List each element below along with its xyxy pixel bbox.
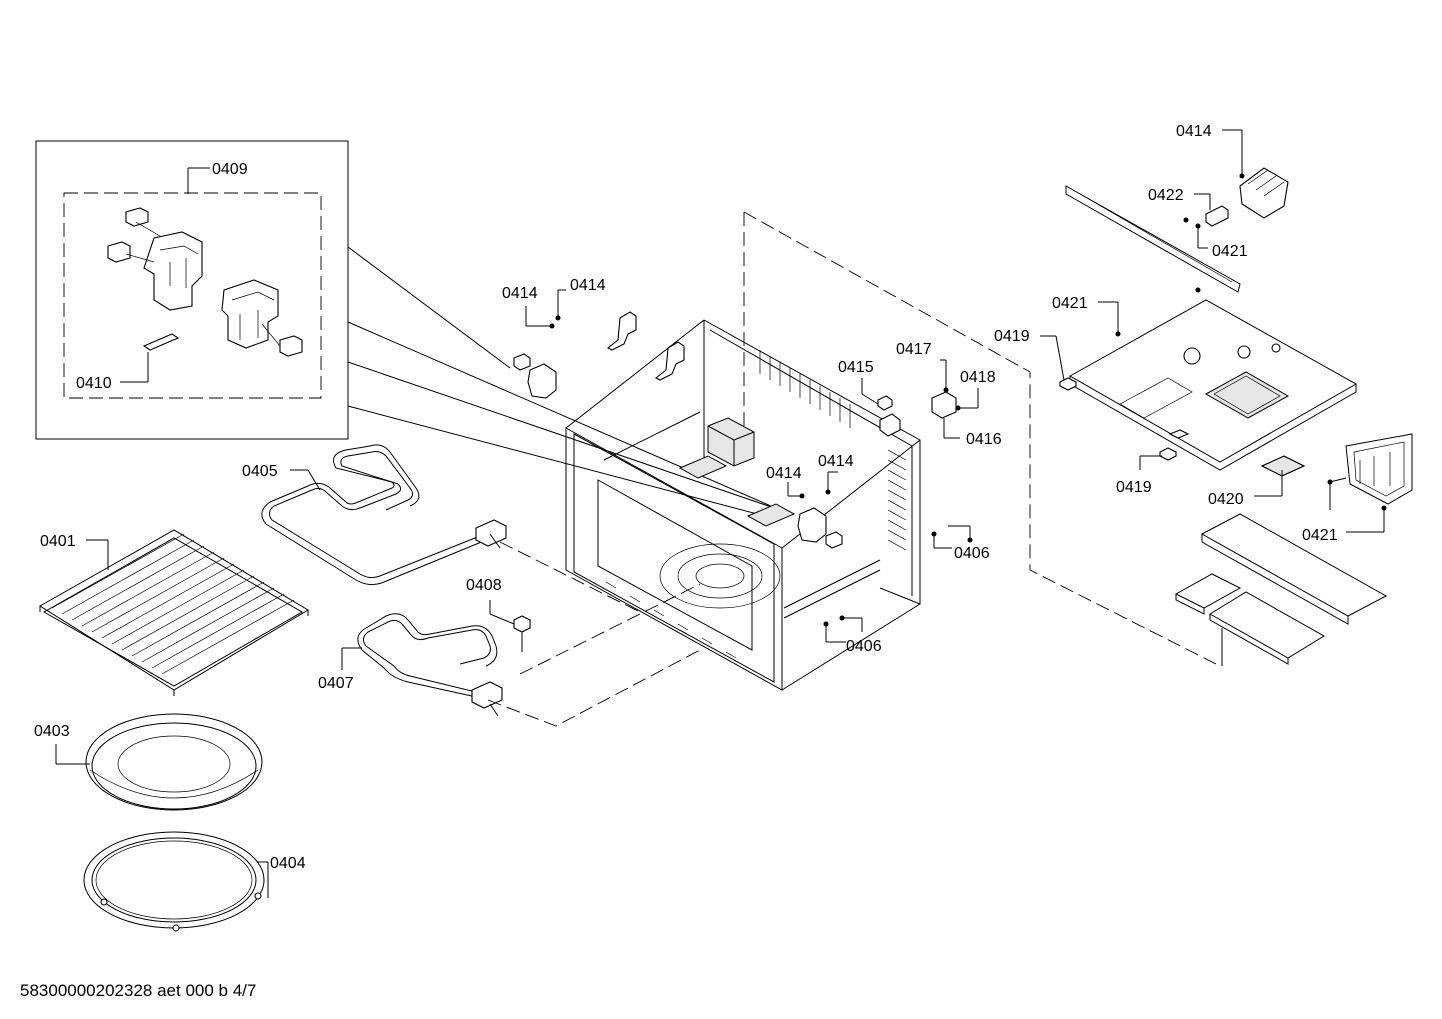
top-right-components <box>1205 167 1289 227</box>
waveguide-cover <box>1260 455 1306 477</box>
screw-markers <box>549 173 1387 627</box>
label-0418: 0418 <box>960 369 996 386</box>
label-0408: 0408 <box>466 577 502 594</box>
bottom-heating-element <box>357 613 503 717</box>
oven-cavity <box>565 319 921 691</box>
label-0421: 0421 <box>1052 295 1088 312</box>
label-0409: 0409 <box>212 161 248 178</box>
label-0414: 0414 <box>570 277 606 294</box>
drawing-id: 58300000202328 aet 000 b 4/7 <box>20 981 257 1000</box>
detail-inset <box>35 140 781 521</box>
label-0406: 0406 <box>954 545 990 562</box>
side-bracket <box>1345 433 1413 505</box>
label-0401: 0401 <box>40 533 76 550</box>
label-0421: 0421 <box>1212 243 1248 260</box>
label-0417: 0417 <box>896 341 932 358</box>
label-0414: 0414 <box>818 453 854 470</box>
label-0410: 0410 <box>76 375 112 392</box>
glass-turntable <box>85 713 263 811</box>
label-0405: 0405 <box>242 463 278 480</box>
label-0414: 0414 <box>502 285 538 302</box>
label-0420: 0420 <box>1208 491 1244 508</box>
label-0419: 0419 <box>1116 479 1152 496</box>
label-0419: 0419 <box>994 328 1030 345</box>
part-labels: 0409 0410 0414 0414 0405 0401 0403 0404 … <box>34 123 1338 872</box>
insulation-pads <box>1174 513 1388 665</box>
grill-heating-element <box>261 444 507 586</box>
label-0414: 0414 <box>1176 123 1212 140</box>
outer-casing-outline <box>487 211 1221 727</box>
temperature-sensor <box>513 615 531 652</box>
label-0422: 0422 <box>1148 187 1184 204</box>
roller-ring <box>83 831 265 932</box>
label-0407: 0407 <box>318 675 354 692</box>
top-mounting-plate <box>1059 185 1358 471</box>
leader-lines <box>55 129 1385 898</box>
mounting-brackets <box>513 311 843 549</box>
cover-plate-parts <box>877 391 957 437</box>
door-switch-assembly <box>107 207 303 357</box>
label-0421: 0421 <box>1302 527 1338 544</box>
label-0414: 0414 <box>766 465 802 482</box>
label-0415: 0415 <box>838 359 874 376</box>
label-0416: 0416 <box>966 431 1002 448</box>
oven-rack <box>39 529 309 696</box>
label-0404: 0404 <box>270 855 306 872</box>
label-0403: 0403 <box>34 723 70 740</box>
label-0406: 0406 <box>846 638 882 655</box>
